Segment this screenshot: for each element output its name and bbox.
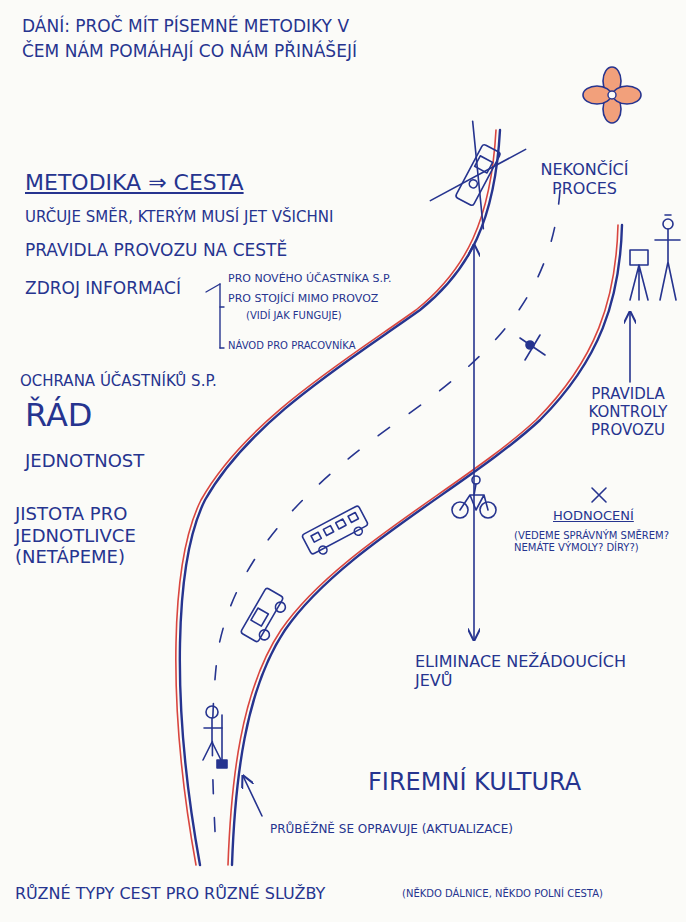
- car: [240, 587, 289, 646]
- note-text: PRŮBĚŽNĚ SE OPRAVUJE (AKTUALIZACE): [270, 822, 513, 836]
- note-text: URČUJE SMĚR, KTERÝM MUSÍ JET VŠICHNI: [25, 208, 333, 226]
- cross-mark: [592, 488, 606, 502]
- note-text: PRAVIDLA KONTROLY PROVOZU: [576, 385, 680, 439]
- note-text: JISTOTA PRO JEDNOTLIVCE (NETÁPEME): [15, 503, 167, 568]
- flower-doodle: [583, 67, 641, 123]
- note-text: HODNOCENÍ: [553, 508, 634, 524]
- note-text: NÁVOD PRO PRACOVNÍKA: [228, 340, 356, 352]
- note-text: PRO STOJÍCÍ MIMO PROVOZ: [228, 292, 378, 305]
- leader-arrow: [629, 312, 631, 382]
- note-text: FIREMNÍ KULTURA: [368, 768, 581, 797]
- leader-arrow: [243, 776, 262, 816]
- note-text: ELIMINACE NEŽÁDOUCÍCH JEVŮ: [415, 652, 645, 690]
- note-text: RŮZNÉ TYPY CEST PRO RŮZNÉ SLUŽBY: [15, 884, 325, 903]
- note-text: OCHRANA ÚČASTNÍKŮ S.P.: [20, 372, 217, 390]
- bracket-lines: [206, 284, 224, 348]
- note-text: PRO NOVÉHO ÚČASTNÍKA S.P.: [228, 272, 391, 285]
- note-text: (VEDEME SPRÁVNÝM SMĚREM? NEMÁTE VÝMOLY? …: [514, 530, 680, 554]
- road-centre-line: [212, 190, 560, 855]
- leader-arrow: [473, 245, 475, 640]
- note-text: ZDROJ INFORMACÍ: [25, 278, 181, 298]
- note-text: ŘÁD: [25, 396, 92, 434]
- bus: [302, 505, 371, 559]
- camera-observer: [630, 215, 680, 300]
- note-text: METODIKA ⇒ CESTA: [25, 170, 244, 196]
- note-text: (NĚKDO DÁLNICE, NĚKDO POLNÍ CESTA): [402, 888, 603, 900]
- note-text: JEDNOTNOST: [25, 450, 144, 472]
- note-text: NEKONČÍCÍ PROCES: [522, 160, 647, 198]
- sheet-title: DÁNÍ: PROČ MÍT PÍSEMNÉ METODIKY V ČEM NÁ…: [22, 14, 382, 63]
- road-worker: [203, 706, 227, 768]
- crossed-car: [430, 121, 525, 229]
- small-figure: [520, 335, 545, 360]
- note-text: (VIDÍ JAK FUNGUJE): [246, 310, 342, 322]
- note-text: PRAVIDLA PROVOZU NA CESTĚ: [25, 240, 287, 260]
